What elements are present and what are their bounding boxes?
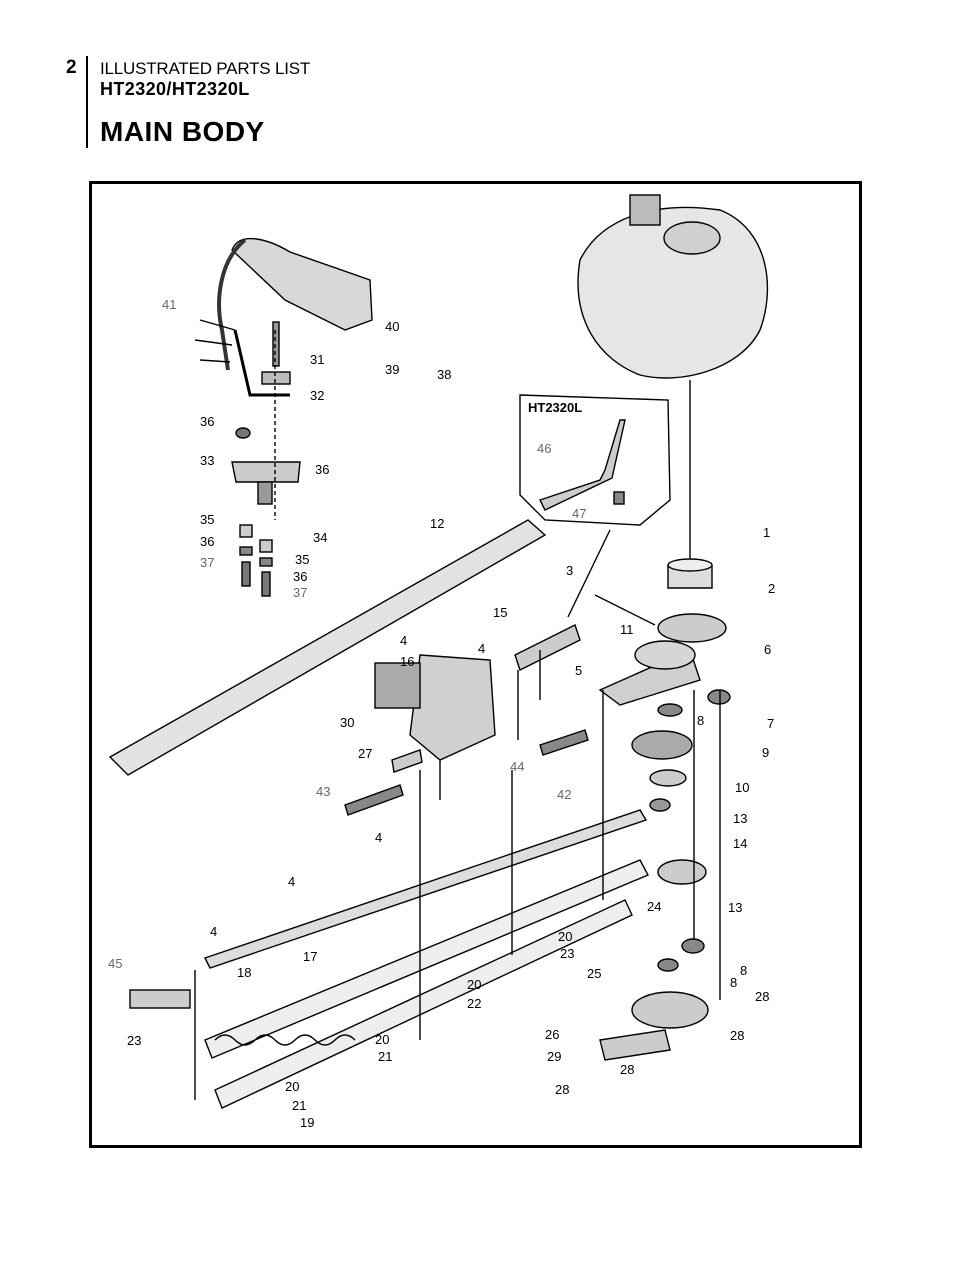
callout-12: 12 <box>430 516 444 531</box>
callout-36c: 36 <box>200 534 214 549</box>
callout-38: 38 <box>437 367 451 382</box>
callout-41: 41 <box>162 297 176 312</box>
header-divider <box>86 56 88 148</box>
callout-6: 6 <box>764 642 771 657</box>
callout-33: 33 <box>200 453 214 468</box>
callout-20d: 20 <box>285 1079 299 1094</box>
callout-labels: 1 2 3 4 4 4 4 4 5 6 7 8 8 8 9 10 11 12 1… <box>108 297 775 1130</box>
callout-27: 27 <box>358 746 372 761</box>
callout-10: 10 <box>735 780 749 795</box>
page-number: 2 <box>66 57 77 78</box>
callout-3: 3 <box>566 563 573 578</box>
callout-8a: 8 <box>697 713 704 728</box>
callout-13a: 13 <box>733 811 747 826</box>
section-title: MAIN BODY <box>100 116 265 147</box>
callout-28c: 28 <box>620 1062 634 1077</box>
callout-25: 25 <box>587 966 601 981</box>
callout-20c: 20 <box>375 1032 389 1047</box>
diagram-frame <box>89 181 862 1148</box>
callout-15: 15 <box>493 605 507 620</box>
callout-23a: 23 <box>560 946 574 961</box>
callout-36d: 36 <box>293 569 307 584</box>
callout-4a: 4 <box>400 633 407 648</box>
callout-18: 18 <box>237 965 251 980</box>
callout-14: 14 <box>733 836 747 851</box>
callout-22: 22 <box>467 996 481 1011</box>
document-subtitle: ILLUSTRATED PARTS LIST <box>100 59 311 78</box>
callout-20b: 20 <box>467 977 481 992</box>
callout-35b: 35 <box>295 552 309 567</box>
model-number: HT2320/HT2320L <box>100 79 250 99</box>
callout-46: 46 <box>537 441 551 456</box>
callout-4c: 4 <box>375 830 382 845</box>
callout-37b: 37 <box>293 585 307 600</box>
callout-35a: 35 <box>200 512 214 527</box>
callout-4e: 4 <box>210 924 217 939</box>
callout-1: 1 <box>763 525 770 540</box>
callout-36a: 36 <box>200 414 214 429</box>
callout-30: 30 <box>340 715 354 730</box>
callout-40: 40 <box>385 319 399 334</box>
callout-26: 26 <box>545 1027 559 1042</box>
callout-39: 39 <box>385 362 399 377</box>
callout-4b: 4 <box>478 641 485 656</box>
callout-16: 16 <box>400 654 414 669</box>
callout-13b: 13 <box>728 900 742 915</box>
callout-21a: 21 <box>378 1049 392 1064</box>
callout-8b: 8 <box>740 963 747 978</box>
callout-20a: 20 <box>558 929 572 944</box>
callout-9: 9 <box>762 745 769 760</box>
callout-23b: 23 <box>127 1033 141 1048</box>
callout-45: 45 <box>108 956 122 971</box>
callout-34: 34 <box>313 530 327 545</box>
callout-32: 32 <box>310 388 324 403</box>
callout-44: 44 <box>510 759 524 774</box>
callout-47: 47 <box>572 506 586 521</box>
callout-21b: 21 <box>292 1098 306 1113</box>
callout-2: 2 <box>768 581 775 596</box>
callout-7: 7 <box>767 716 774 731</box>
callout-31: 31 <box>310 352 324 367</box>
callout-28a: 28 <box>755 989 769 1004</box>
callout-29: 29 <box>547 1049 561 1064</box>
callout-5: 5 <box>575 663 582 678</box>
callout-28d: 28 <box>555 1082 569 1097</box>
callout-11: 11 <box>620 622 634 637</box>
callout-43: 43 <box>316 784 330 799</box>
callout-24: 24 <box>647 899 661 914</box>
callout-17: 17 <box>303 949 317 964</box>
inset-label: HT2320L <box>528 400 582 415</box>
callout-4d: 4 <box>288 874 295 889</box>
callout-8c: 8 <box>730 975 737 990</box>
callout-28b: 28 <box>730 1028 744 1043</box>
callout-42: 42 <box>557 787 571 802</box>
callout-19: 19 <box>300 1115 314 1130</box>
callout-37a: 37 <box>200 555 214 570</box>
callout-36b: 36 <box>315 462 329 477</box>
